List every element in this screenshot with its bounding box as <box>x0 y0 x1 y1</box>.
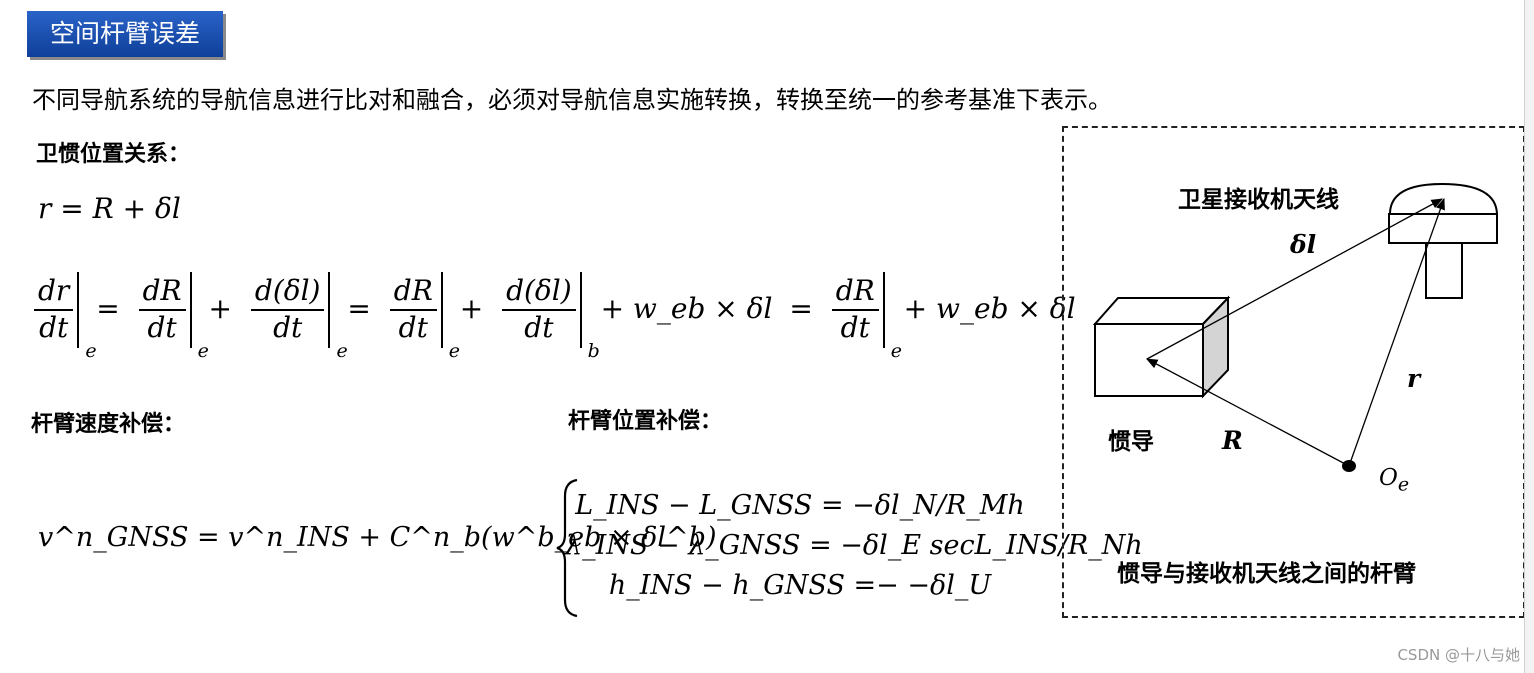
system-line: h_INS − h_GNSS =− −δl_U <box>608 570 992 601</box>
frac-ddl-dt: d(δl)dt <box>250 275 325 344</box>
watermark: CSDN @十八与她 <box>1397 646 1520 664</box>
origin-label: Oe <box>1379 465 1410 496</box>
intro-text: 不同导航系统的导航信息进行比对和融合，必须对导航信息实施转换，转换至统一的参考基… <box>32 86 1112 114</box>
cross-term: + w_eb × δl <box>600 291 773 325</box>
heading-velocity-comp: 杆臂速度补偿： <box>31 412 186 437</box>
ins-cube-front <box>1094 323 1204 397</box>
left-brace <box>556 478 578 618</box>
R-vector <box>1145 358 1350 467</box>
equation-system: L_INS − L_GNSS = −δl_N/R_Mh λ_INS − λ_GN… <box>555 478 1143 618</box>
r-vector <box>1348 197 1445 467</box>
r-label: r <box>1407 364 1421 393</box>
ins-label: 惯导 <box>1108 429 1154 455</box>
eval-bar: e <box>440 272 460 362</box>
system-line: L_INS − L_GNSS = −δl_N/R_Mh <box>575 490 1025 521</box>
antenna-base <box>1388 213 1498 244</box>
eval-bar: e <box>77 272 97 362</box>
heading-position-relation: 卫惯位置关系： <box>36 142 191 167</box>
section-title: 空间杆臂误差 <box>27 11 223 57</box>
vertical-scrollbar[interactable] <box>1524 0 1534 673</box>
system-line: λ_INS − λ_GNSS = −δl_E secL_INS/R_Nh <box>565 530 1143 561</box>
equation-r-text: r = R + δl <box>38 192 181 225</box>
lever-arm-diagram: 卫星接收机天线 δl r R 惯导 Oe 惯导与接收机天线之间的杆臂 <box>1062 126 1525 618</box>
diagram-graphic <box>1092 182 1499 472</box>
delta-l-vector <box>1146 198 1444 360</box>
origin-point <box>1342 460 1356 472</box>
heading-position-comp: 杆臂位置补偿： <box>568 409 723 434</box>
equation-velocity: v^n_GNSS = v^n_INS + C^n_b(w^b_eb × δl^b… <box>38 522 717 553</box>
frac-ddl-dt: d(δl)dt <box>502 275 576 344</box>
eval-bar: e <box>882 272 902 362</box>
antenna-mast <box>1425 242 1463 299</box>
antenna-label: 卫星接收机天线 <box>1178 187 1339 213</box>
delta-l-label: δl <box>1290 230 1317 259</box>
diagram-caption: 惯导与接收机天线之间的杆臂 <box>1117 561 1416 587</box>
eval-bar: b <box>579 272 600 362</box>
equation-r: r = R + δl <box>38 192 181 225</box>
R-label: R <box>1222 426 1243 455</box>
eval-bar: e <box>189 272 209 362</box>
eval-bar: e <box>328 272 348 362</box>
cross-term: + w_eb × δl <box>903 291 1076 325</box>
